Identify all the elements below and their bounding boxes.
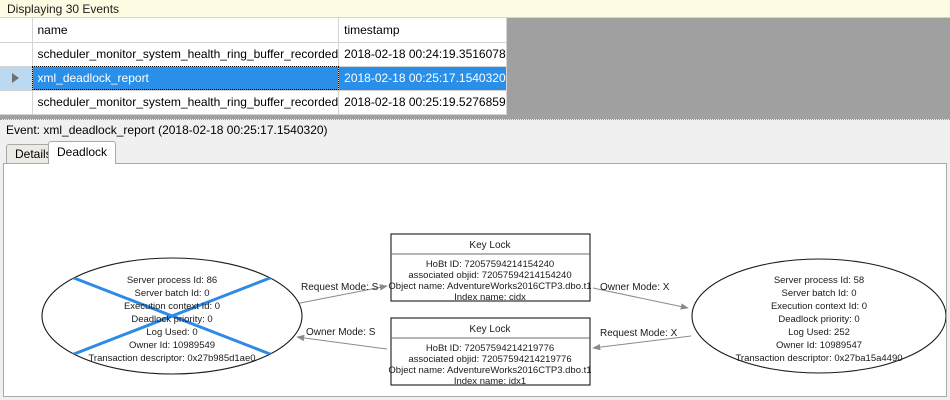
cell-name[interactable]: xml_deadlock_report xyxy=(32,66,340,91)
events-banner-label: Displaying 30 Events xyxy=(7,2,120,16)
resource-bottom-line-3: Index name: idx1 xyxy=(454,376,526,387)
deadlock-graph-svg: Request Mode: S Owner Mode: S Owner Mode… xyxy=(41,233,946,387)
process-left-line-5: Owner Id: 10989549 xyxy=(129,340,215,351)
row-selector-cell[interactable] xyxy=(0,42,33,67)
column-header-name[interactable]: name xyxy=(32,18,340,43)
detail-tabstrip: Details Deadlock xyxy=(0,141,950,164)
current-row-arrow-icon xyxy=(12,73,20,83)
resource-node-key-lock-bottom[interactable]: Key Lock HoBt ID: 72057594214219776 asso… xyxy=(388,317,592,387)
edge-label-left-owner: Owner Mode: S xyxy=(306,327,376,338)
table-header-row: name timestamp xyxy=(0,18,507,43)
edge-left-request: Request Mode: S xyxy=(294,282,388,305)
process-left-line-1: Server batch Id: 0 xyxy=(135,288,210,299)
resource-top-title: Key Lock xyxy=(469,240,511,251)
resource-top-line-2: Object name: AdventureWorks2016CTP3.dbo.… xyxy=(388,281,591,292)
victim-cross-icon xyxy=(55,269,289,363)
edge-left-owner: Owner Mode: S xyxy=(296,327,388,350)
edge-label-right-request: Request Mode: X xyxy=(600,328,678,339)
resource-bottom-title: Key Lock xyxy=(469,324,511,335)
event-caption-label: Event: xml_deadlock_report (2018-02-18 0… xyxy=(6,123,328,137)
process-right-line-3: Deadlock priority: 0 xyxy=(778,314,859,325)
cell-timestamp[interactable]: 2018-02-18 00:24:19.3516078 xyxy=(338,42,507,67)
resource-bottom-line-0: HoBt ID: 72057594214219776 xyxy=(426,343,554,354)
edge-label-left-request: Request Mode: S xyxy=(301,282,379,293)
table-row[interactable]: xml_deadlock_report 2018-02-18 00:25:17.… xyxy=(0,66,507,91)
row-selector-cell[interactable] xyxy=(0,90,33,115)
edge-label-right-owner: Owner Mode: X xyxy=(600,282,670,293)
process-right-line-4: Log Used: 252 xyxy=(788,327,850,338)
process-node-right[interactable]: Server process Id: 58 Server batch Id: 0… xyxy=(691,258,946,374)
resource-bottom-shape[interactable] xyxy=(390,317,591,386)
process-left-line-4: Log Used: 0 xyxy=(146,327,197,338)
process-node-left[interactable]: Server process Id: 86 Server batch Id: 0… xyxy=(41,257,303,375)
row-selector-cell[interactable] xyxy=(0,66,33,91)
resource-top-line-3: Index name: cidx xyxy=(454,292,526,303)
process-left-line-0: Server process Id: 86 xyxy=(127,275,217,286)
process-left-line-6: Transaction descriptor: 0x27b985d1ae0 xyxy=(88,353,255,364)
edge-right-owner: Owner Mode: X xyxy=(592,282,689,310)
events-table: name timestamp scheduler_monitor_system_… xyxy=(0,18,507,115)
process-right-line-1: Server batch Id: 0 xyxy=(782,288,857,299)
edge-right-request: Request Mode: X xyxy=(592,328,692,351)
process-right-line-2: Execution context Id: 0 xyxy=(771,301,867,312)
table-row[interactable]: scheduler_monitor_system_health_ring_buf… xyxy=(0,90,507,115)
events-grid[interactable]: name timestamp scheduler_monitor_system_… xyxy=(0,18,950,119)
resource-top-line-1: associated objid: 72057594214154240 xyxy=(408,270,571,281)
column-header-selector[interactable] xyxy=(0,18,33,43)
resource-top-shape[interactable] xyxy=(390,233,591,302)
resource-bottom-line-2: Object name: AdventureWorks2016CTP3.dbo.… xyxy=(388,365,591,376)
cell-name[interactable]: scheduler_monitor_system_health_ring_buf… xyxy=(32,42,340,67)
process-left-line-3: Deadlock priority: 0 xyxy=(131,314,212,325)
events-banner: Displaying 30 Events xyxy=(0,0,950,18)
process-right-line-0: Server process Id: 58 xyxy=(774,275,864,286)
event-caption-bar: Event: xml_deadlock_report (2018-02-18 0… xyxy=(0,119,950,141)
column-header-timestamp[interactable]: timestamp xyxy=(338,18,507,43)
resource-node-key-lock-top[interactable]: Key Lock HoBt ID: 72057594214154240 asso… xyxy=(388,233,592,303)
deadlock-diagram-canvas[interactable]: Request Mode: S Owner Mode: S Owner Mode… xyxy=(3,163,947,397)
cell-name[interactable]: scheduler_monitor_system_health_ring_buf… xyxy=(32,90,340,115)
process-node-right-shape[interactable] xyxy=(691,258,946,374)
tab-deadlock[interactable]: Deadlock xyxy=(48,141,117,164)
resource-top-line-0: HoBt ID: 72057594214154240 xyxy=(426,259,554,270)
table-row[interactable]: scheduler_monitor_system_health_ring_buf… xyxy=(0,42,507,67)
process-left-line-2: Execution context Id: 0 xyxy=(124,301,220,312)
process-right-line-5: Owner Id: 10989547 xyxy=(776,340,862,351)
process-right-line-6: Transaction descriptor: 0x27ba15a4490 xyxy=(735,353,902,364)
resource-bottom-line-1: associated objid: 72057594214219776 xyxy=(408,354,571,365)
cell-timestamp[interactable]: 2018-02-18 00:25:19.5276859 xyxy=(338,90,507,115)
cell-timestamp[interactable]: 2018-02-18 00:25:17.1540320 xyxy=(338,66,507,91)
